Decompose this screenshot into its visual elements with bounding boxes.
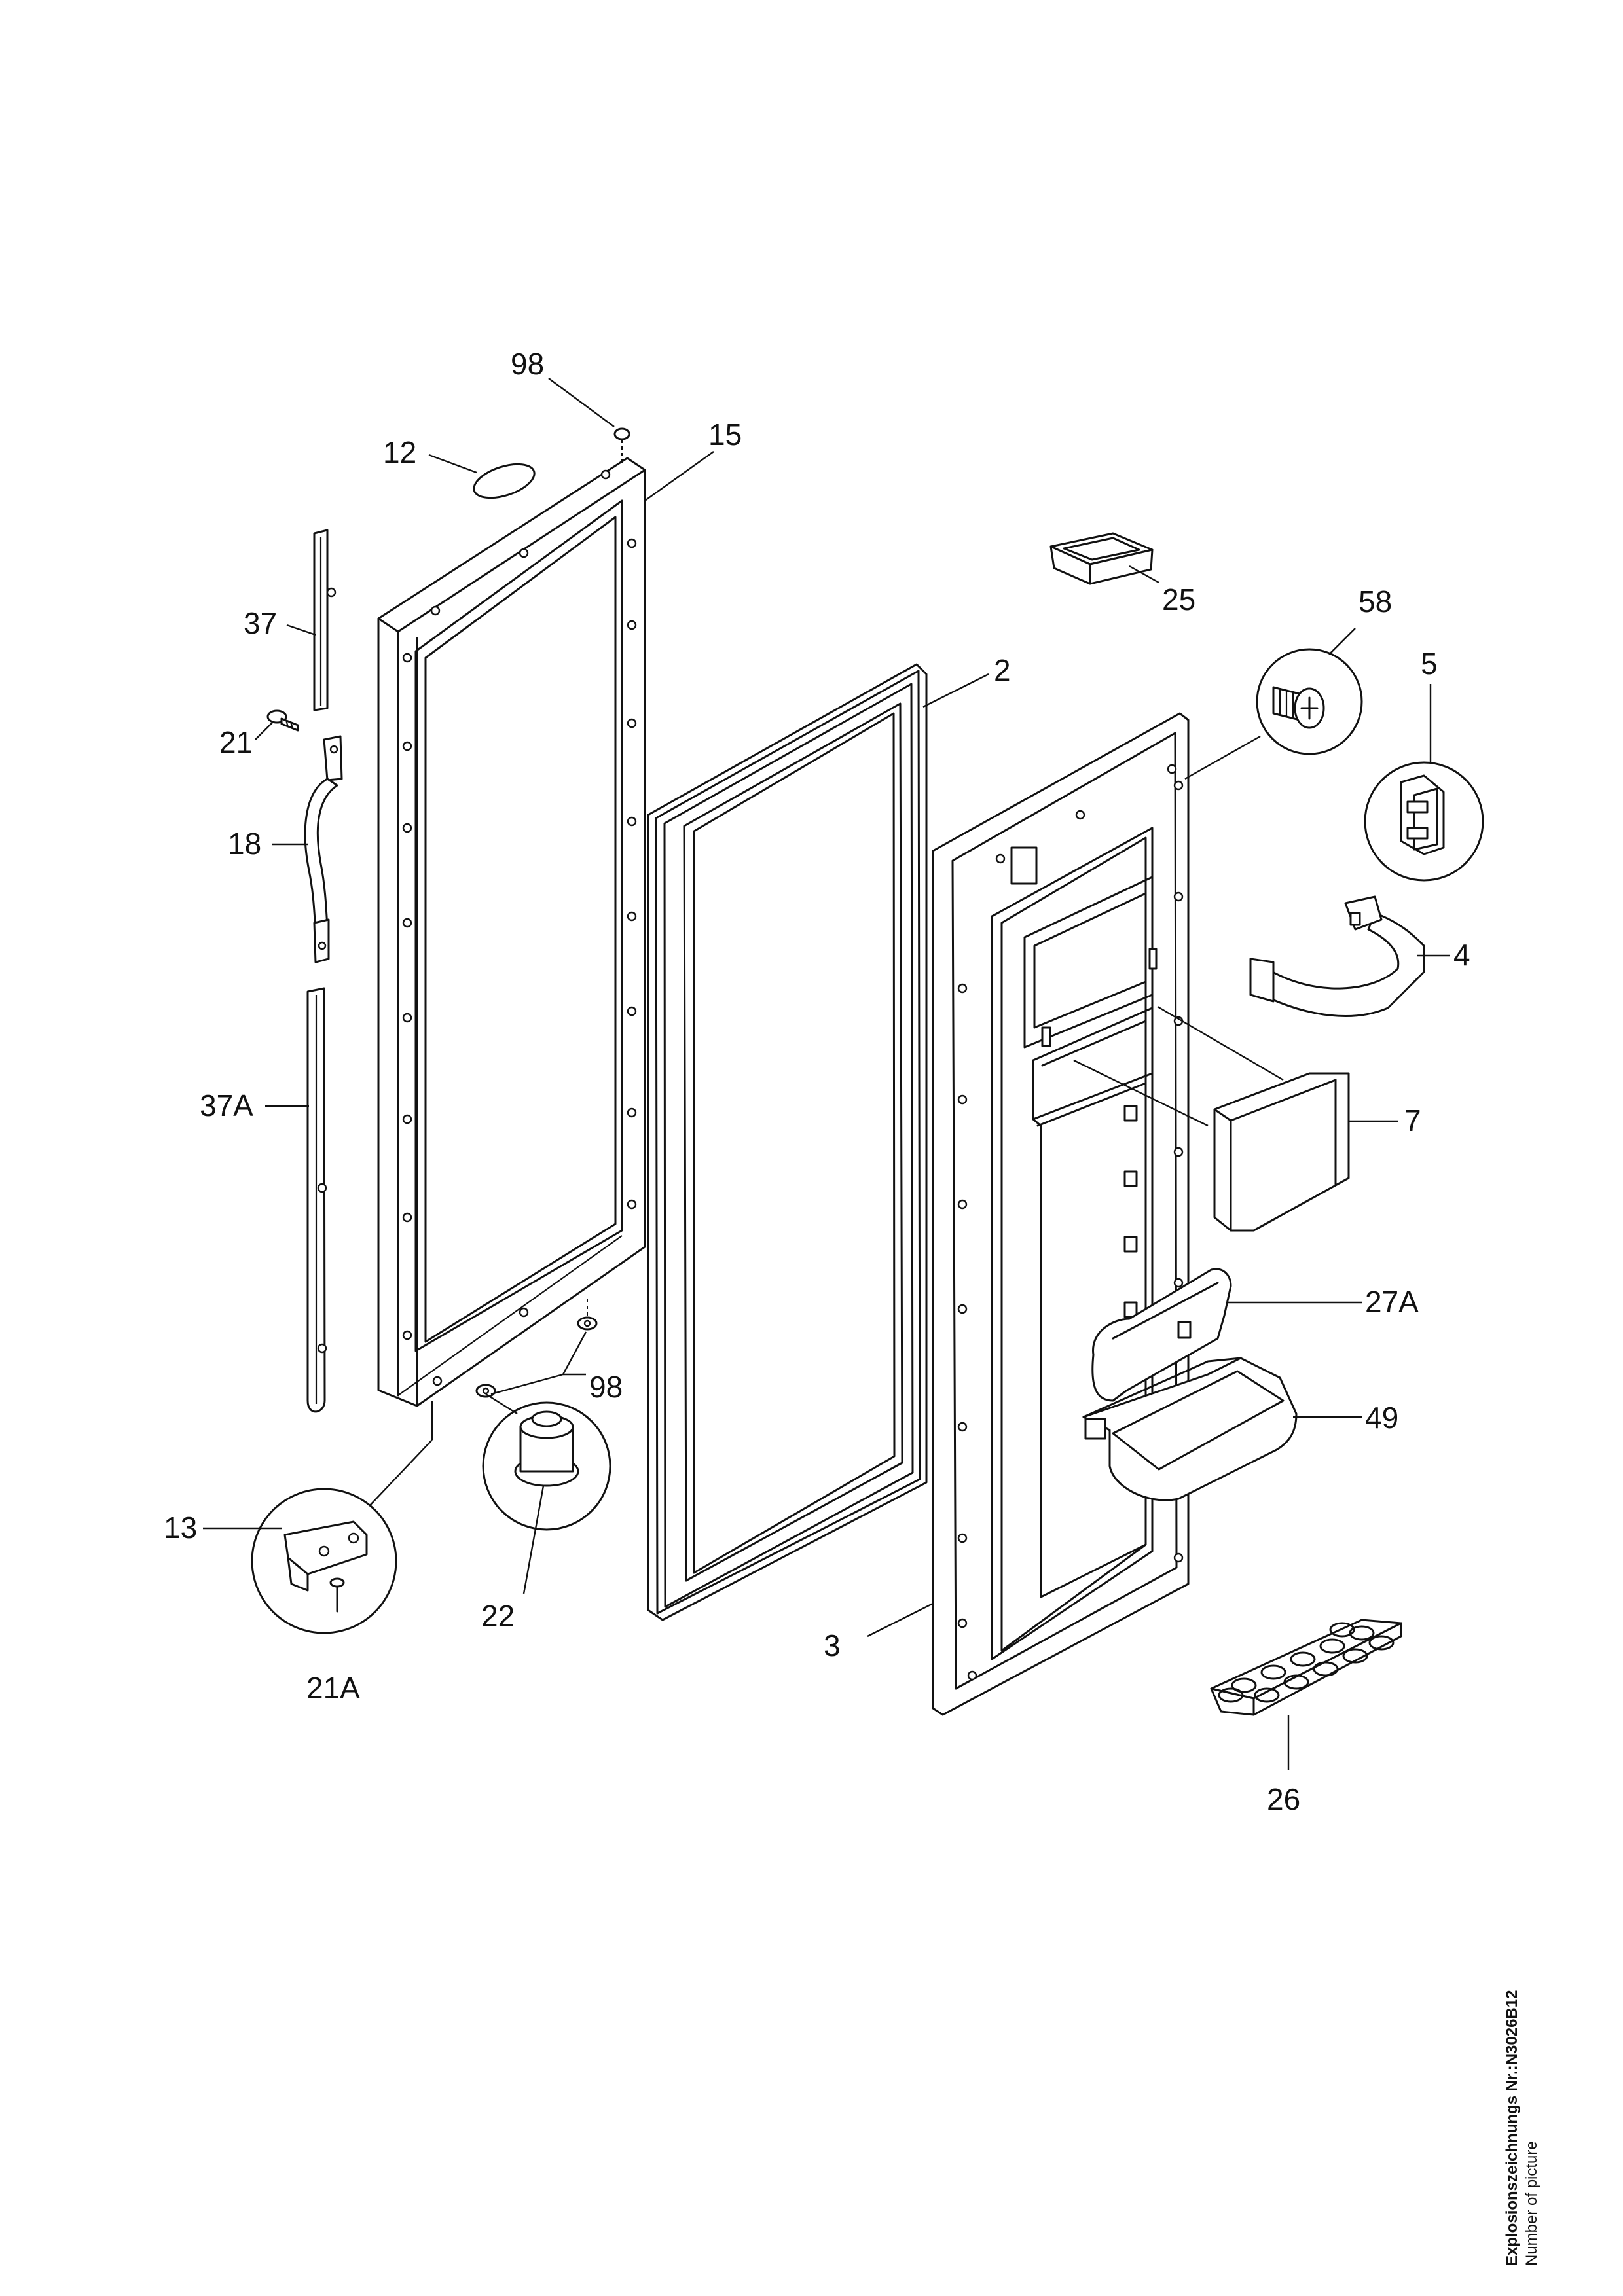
callout-7: 7 — [1404, 1103, 1421, 1138]
callout-49: 49 — [1365, 1401, 1398, 1435]
callout-98-top: 98 — [511, 347, 544, 381]
callout-labels: 98 12 15 37 21 18 37A 98 13 21A 22 2 25 … — [164, 347, 1470, 1816]
callout-98-bottom: 98 — [589, 1370, 623, 1404]
door-shelf-part-4 — [1249, 895, 1425, 1017]
clip-detail-part-5 — [1364, 761, 1484, 882]
callout-18: 18 — [228, 827, 261, 861]
callout-22: 22 — [481, 1599, 515, 1633]
callout-2: 2 — [994, 653, 1011, 687]
drawing-number-caption: Explosionszeichnungs Nr.:N3026B12 Number… — [1503, 1990, 1542, 2266]
handle-cover-part-37 — [313, 529, 337, 711]
callout-27A: 27A — [1365, 1285, 1419, 1319]
bottle-shelf-part-49 — [1082, 1357, 1298, 1501]
callout-58: 58 — [1359, 584, 1392, 619]
callout-26: 26 — [1267, 1782, 1300, 1816]
egg-tray-part-26 — [1210, 1619, 1402, 1716]
plugs-part-98-bottom — [475, 1299, 598, 1398]
plug-part-12 — [473, 463, 536, 499]
dairy-flap-part-7 — [1213, 1072, 1350, 1232]
callout-13: 13 — [164, 1511, 197, 1545]
egg-cups — [1218, 1622, 1395, 1703]
handle-strip-part-37A — [306, 987, 327, 1413]
hinge-detail-part-13-21A — [251, 1488, 397, 1634]
callout-37A: 37A — [200, 1088, 253, 1122]
hinge-bushing-part-22 — [482, 1401, 611, 1531]
frame-screw-holes — [402, 469, 637, 1386]
liner-shelf-clips — [1041, 948, 1158, 1318]
leader-lines — [203, 378, 1450, 1770]
screw-detail-part-58 — [1256, 648, 1363, 755]
butter-dish-part-25 — [1049, 532, 1154, 585]
drawing-number-title: Explosionszeichnungs Nr.:N3026B12 — [1503, 1990, 1521, 2266]
callout-15: 15 — [708, 418, 742, 452]
callout-25: 25 — [1162, 583, 1195, 617]
door-gasket-part-2 — [647, 663, 928, 1621]
callout-4: 4 — [1453, 938, 1470, 972]
screw-part-21 — [266, 709, 299, 732]
callout-3: 3 — [824, 1628, 841, 1662]
callout-5: 5 — [1421, 647, 1438, 681]
flap-part-27A — [1091, 1268, 1232, 1402]
callout-21A: 21A — [306, 1671, 360, 1705]
door-handle-part-18 — [304, 735, 343, 963]
plug-part-98-top — [613, 427, 630, 465]
drawing-number-subtitle: Number of picture — [1523, 2141, 1541, 2266]
callout-21: 21 — [219, 725, 253, 759]
callout-12: 12 — [383, 435, 416, 469]
inner-door-liner-part-3 — [932, 712, 1190, 1716]
door-frame-part-15 — [377, 457, 646, 1407]
callout-37: 37 — [244, 606, 277, 640]
